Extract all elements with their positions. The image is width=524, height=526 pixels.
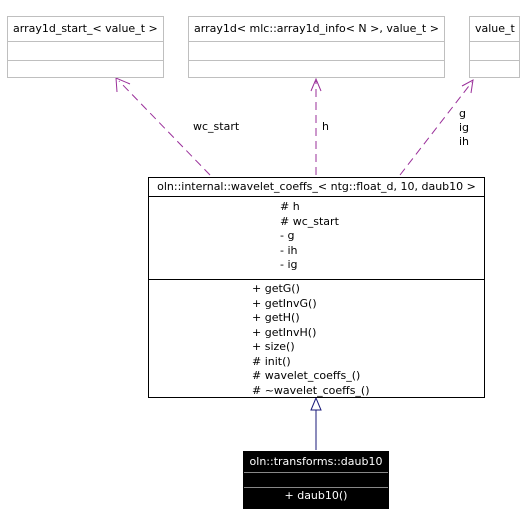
inheritance-arrowhead <box>310 396 322 411</box>
operation-init: # init() <box>252 354 291 368</box>
wavelet-coeffs-class-title: oln::internal::wavelet_coeffs_< ntg::flo… <box>149 178 484 197</box>
value-t-operations-section <box>470 61 519 78</box>
value-t-attributes-section <box>470 42 519 61</box>
operation-getH: + getH() <box>252 311 300 324</box>
attribute-g: - g <box>280 229 295 242</box>
operation-list: + getG() + getInvG() + getH() + getInvH(… <box>252 282 370 398</box>
array1d-class-title: array1d< mlc::array1d_info< N >, value_t… <box>189 17 444 42</box>
g-edge <box>399 81 473 176</box>
wavelet-coeffs-attributes-section: # h # wc_start - g - ih - ig <box>149 197 484 280</box>
ig-label: ig <box>459 121 470 134</box>
array1d-class-box[interactable]: array1d< mlc::array1d_info< N >, value_t… <box>188 16 445 78</box>
operation-getG: + getG() <box>252 282 300 295</box>
operation-getInvG: + getInvG() <box>252 296 317 310</box>
wavelet-coeffs-operations-section: + getG() + getInvG() + getH() + getInvH(… <box>149 280 484 398</box>
ih-label: ih <box>459 135 470 148</box>
value-t-class-box[interactable]: value_t <box>469 16 520 78</box>
value-t-class-title: value_t <box>470 17 519 42</box>
wc-start-arrowhead <box>115 77 131 93</box>
attribute-ih: - ih <box>280 243 298 257</box>
array1d-operations-section <box>189 61 444 78</box>
daub10-operation-constructor: + daub10() <box>284 489 348 502</box>
array1d-start-class-title: array1d_start_< value_t > <box>8 17 163 42</box>
operation-destructor: # ~wavelet_coeffs_() <box>252 383 370 397</box>
g-arrowhead <box>461 79 474 94</box>
attribute-list: # h # wc_start - g - ih - ig <box>280 200 339 273</box>
daub10-class-title: oln::transforms::daub10 <box>244 452 388 473</box>
array1d-start-attributes-section <box>8 42 163 61</box>
attribute-wc-start: # wc_start <box>280 214 339 228</box>
operation-getInvH: + getInvH() <box>252 325 317 339</box>
attribute-h: # h <box>280 200 300 213</box>
array1d-attributes-section <box>189 42 444 61</box>
operation-constructor: # wavelet_coeffs_() <box>252 369 361 382</box>
g-label: g <box>459 107 466 120</box>
array1d-start-class-box[interactable]: array1d_start_< value_t > <box>7 16 164 78</box>
wc-start-edge <box>118 80 211 176</box>
daub10-class-box[interactable]: oln::transforms::daub10 + daub10() <box>243 451 389 509</box>
g-edge-label: g ig ih <box>459 107 469 149</box>
wc-start-edge-label: wc_start <box>193 120 240 133</box>
h-edge-label: h <box>322 120 329 133</box>
array1d-start-operations-section <box>8 61 163 78</box>
daub10-attributes-section <box>244 473 388 488</box>
wavelet-coeffs-class-box[interactable]: oln::internal::wavelet_coeffs_< ntg::flo… <box>148 177 485 398</box>
operation-size: + size() <box>252 340 295 353</box>
h-arrowhead <box>310 77 322 92</box>
attribute-ig: - ig <box>280 258 298 271</box>
